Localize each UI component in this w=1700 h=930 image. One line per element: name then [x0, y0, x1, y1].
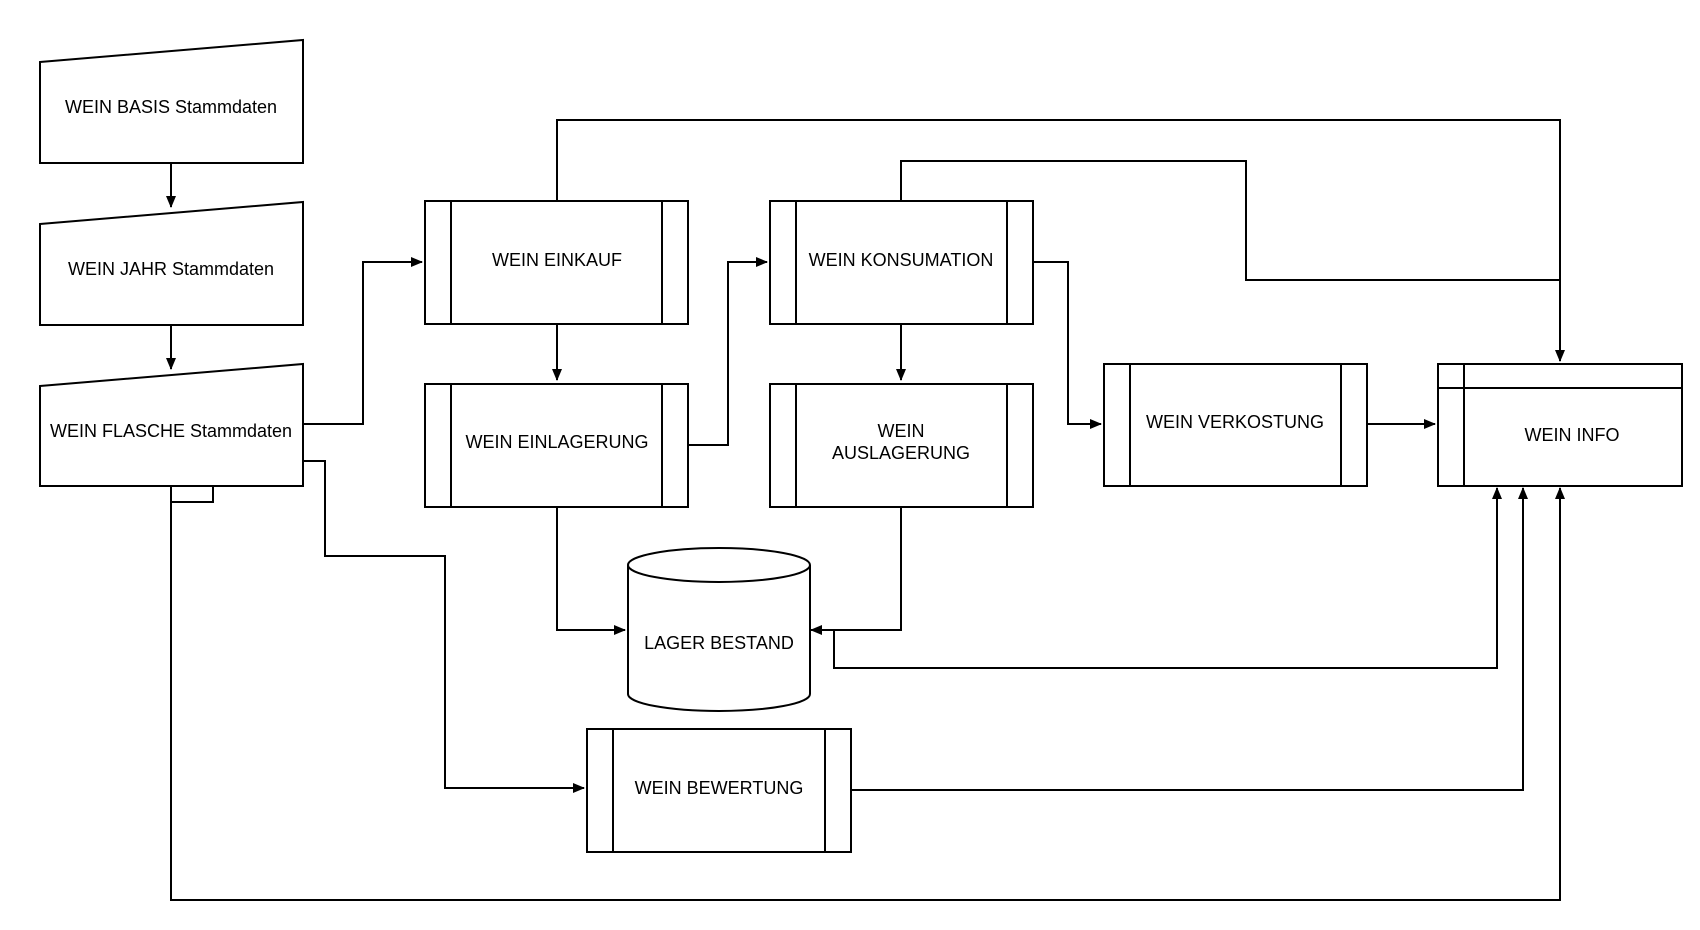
- node-wein-info: WEIN INFO: [1437, 363, 1683, 487]
- node-label: WEIN BEWERTUNG: [635, 778, 804, 798]
- node-wein-bewertung: WEIN BEWERTUNG: [586, 728, 852, 853]
- node-label-line2: AUSLAGERUNG: [832, 443, 970, 463]
- edge-flasche-to-einkauf: [303, 257, 423, 425]
- node-wein-einkauf: WEIN EINKAUF: [424, 200, 689, 325]
- edge-einlagerung-to-konsumation: [688, 257, 768, 446]
- connectors: [166, 119, 1565, 901]
- node-wein-jahr: WEIN JAHR Stammdaten: [39, 200, 304, 326]
- edge-lager-to-info: [833, 487, 1502, 669]
- node-lager-bestand: LAGER BESTAND: [627, 547, 811, 712]
- edge-konsumation-to-verkostung: [1033, 261, 1102, 429]
- node-label-line1: WEIN: [878, 421, 925, 441]
- node-label: WEIN BASIS Stammdaten: [65, 97, 277, 117]
- node-wein-verkostung: WEIN VERKOSTUNG: [1103, 363, 1368, 487]
- node-wein-einlagerung: WEIN EINLAGERUNG: [424, 383, 689, 508]
- edge-einkauf-to-info: [556, 119, 1565, 362]
- edge-bewertung-to-info: [851, 487, 1528, 791]
- edge-konsumation-to-info: [900, 160, 1560, 281]
- node-label: WEIN FLASCHE Stammdaten: [50, 421, 292, 441]
- node-wein-flasche: WEIN FLASCHE Stammdaten: [39, 362, 304, 487]
- node-wein-basis: WEIN BASIS Stammdaten: [39, 38, 304, 164]
- node-label: WEIN VERKOSTUNG: [1146, 412, 1324, 432]
- edge-flasche-to-bewertung: [170, 460, 585, 793]
- edge-auslagerung-to-lager: [810, 507, 902, 635]
- edge-einlagerung-to-lager: [556, 507, 626, 635]
- edge-flasche-to-info: [170, 486, 1565, 901]
- node-wein-konsumation: WEIN KONSUMATION: [769, 200, 1034, 325]
- node-label: WEIN EINKAUF: [492, 250, 622, 270]
- node-label: WEIN INFO: [1525, 425, 1620, 445]
- node-label: WEIN EINLAGERUNG: [465, 432, 648, 452]
- node-label: LAGER BESTAND: [644, 633, 794, 653]
- node-label: WEIN KONSUMATION: [809, 250, 994, 270]
- node-label: WEIN JAHR Stammdaten: [68, 259, 274, 279]
- node-wein-auslagerung: WEIN AUSLAGERUNG: [769, 383, 1034, 508]
